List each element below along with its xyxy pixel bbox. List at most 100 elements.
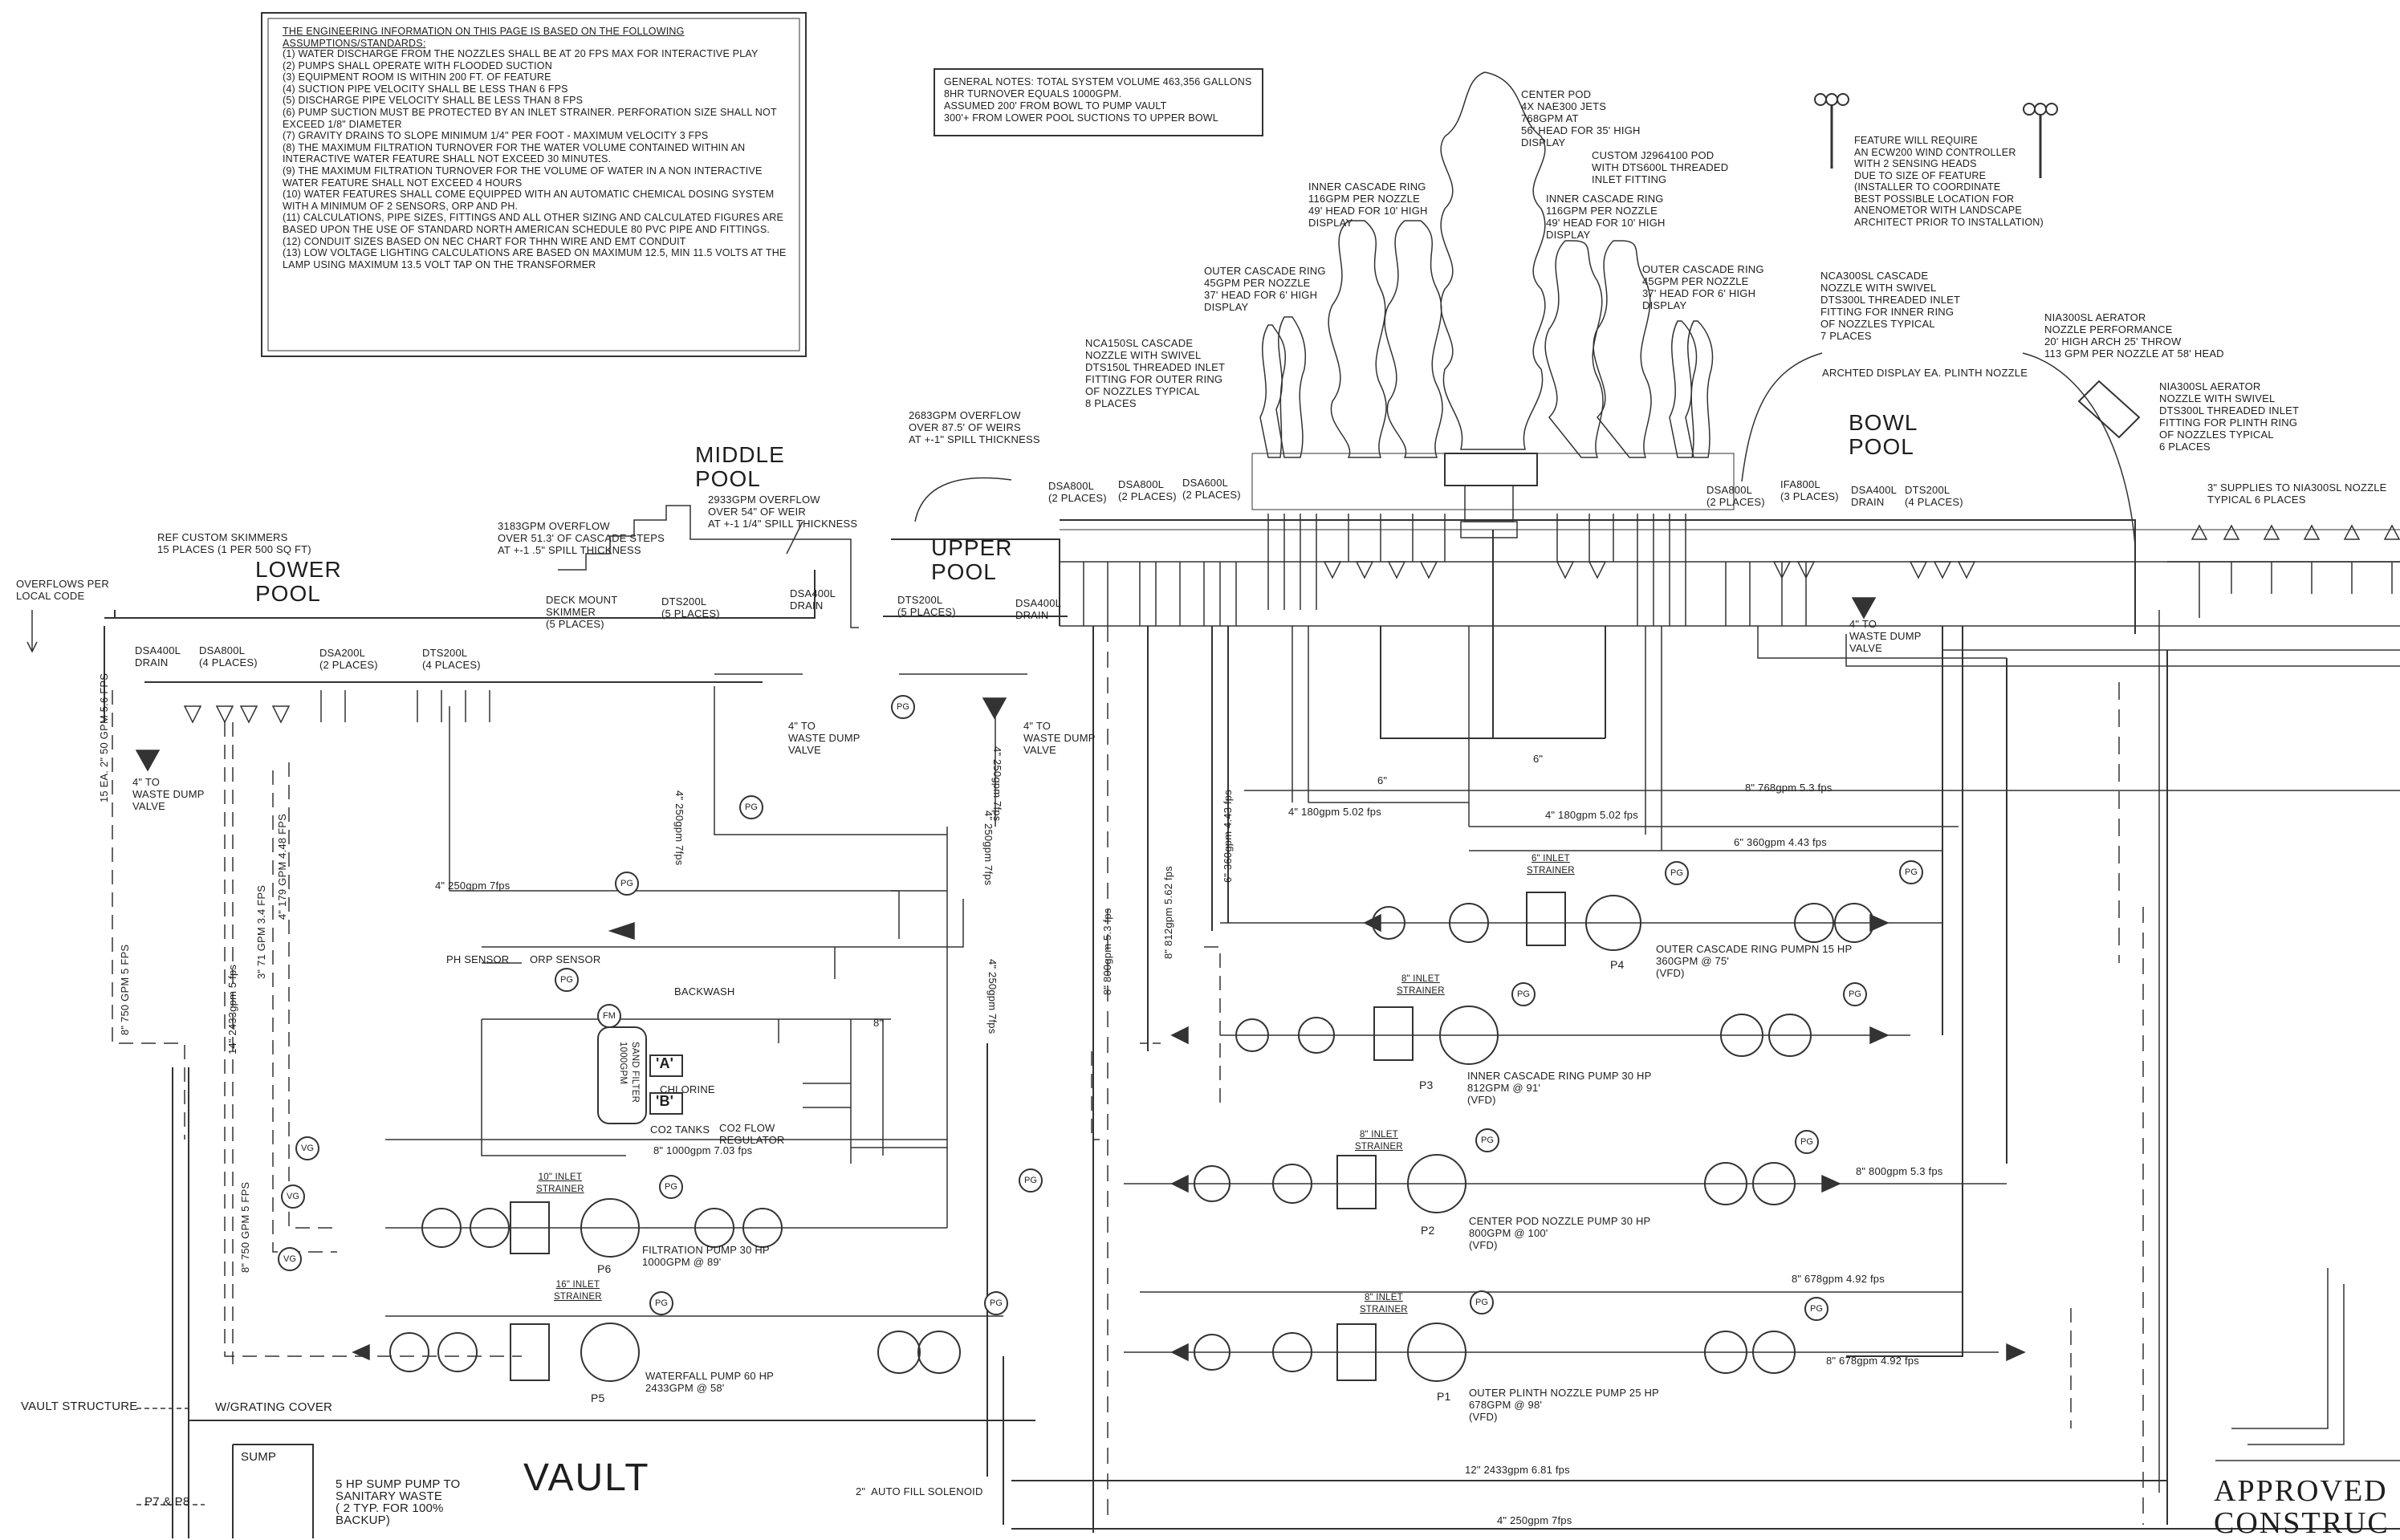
pg-gauge: PG [1511,982,1536,1006]
pump-p2: P2 [1421,1224,1435,1237]
pump-skid-inner [1235,1006,1812,1065]
pg-gauge: PG [1475,1128,1499,1152]
strainer-16: 16" INLET STRAINER [554,1280,602,1302]
pipe-360: 6" 360gpm 4.43 fps [1734,836,1827,848]
p7p8-label: P7 & P8 [144,1495,190,1509]
pipe-678-a: 8" 678gpm 4.92 fps [1792,1273,1885,1285]
nia300sl-performance: NIA300SL AERATOR NOZZLE PERFORMANCE 20' … [2044,311,2224,360]
co2-regulator-label: CO2 FLOW REGULATOR [719,1122,785,1146]
note-item: (8) THE MAXIMUM FILTRATION TURNOVER FOR … [283,141,746,165]
up-dts200-label: DTS200L (5 PLACES) [897,594,956,618]
general-notes: GENERAL NOTES: TOTAL SYSTEM VOLUME 463,3… [944,76,1252,124]
outer-ring-right-callout: OUTER CASCADE RING 45GPM PER NOZZLE 37' … [1642,263,1764,311]
vpipe-750-b: 8" 750 GPM 5 FPS [239,1181,251,1273]
pump-p5: P5 [591,1392,605,1404]
vpipe-360: 6" 360gpm 4.43 fps [1222,790,1234,883]
overflows-callout: OVERFLOWS PER LOCAL CODE [16,578,110,602]
bowl-dsa400: DSA400L DRAIN [1851,484,1898,508]
custom-pod-callout: CUSTOM J2964100 POD WITH DTS600L THREADE… [1592,149,1729,185]
mp-dts200-label: DTS200L (5 PLACES) [661,595,720,620]
outer-pump-label: OUTER CASCADE RING PUMPN 15 HP 360GPM @ … [1656,943,1853,979]
up-dsa400-label: DSA400L DRAIN [1015,597,1062,621]
vault-label: VAULT [523,1457,650,1499]
overflow-2683-callout: 2683GPM OVERFLOW OVER 87.5' OF WEIRS AT … [909,409,1040,445]
strainer-8-a: 8" INLET STRAINER [1397,974,1445,996]
note-item: (13) LOW VOLTAGE LIGHTING CALCULATIONS A… [283,247,787,270]
pump-p1: P1 [1437,1390,1451,1403]
auto-fill-label: 2" AUTO FILL SOLENOID [856,1485,983,1497]
center-pump-label: CENTER POD NOZZLE PUMP 30 HP 800GPM @ 10… [1469,1215,1651,1251]
bowl-dsa800-c: DSA800L (2 PLACES) [1706,484,1765,508]
pg-gauge: PG [1804,1297,1828,1321]
pg-gauge: PG [1843,982,1867,1006]
vault-structure-label: VAULT STRUCTURE [21,1400,138,1413]
note-item: (10) WATER FEATURES SHALL COME EQUIPPED … [283,189,775,212]
note-item: (5) DISCHARGE PIPE VELOCITY SHALL BE LES… [283,95,584,107]
center-pod-callout: CENTER POD 4X NAE300 JETS 768GPM AT 56' … [1521,88,1641,148]
pg-gauge: PG [615,872,639,896]
approval-stamp: APPROVED CONSTRUC [2214,1474,2390,1540]
deck-skimmer-callout: DECK MOUNT SKIMMER (5 PLACES) [546,594,618,630]
note-item: (6) PUMP SUCTION MUST BE PROTECTED BY AN… [283,106,777,130]
pg-gauge: PG [984,1291,1008,1315]
fm-gauge: FM [597,1004,621,1028]
pump-p6: P6 [597,1262,612,1275]
vpipe-250-d: 4" 250gpm 7fps [982,811,995,886]
lp-waste-label: 4" TO WASTE DUMP VALVE [132,776,205,812]
bowl-pool-label: BOWL POOL [1849,410,1918,459]
skimmers-callout: REF CUSTOM SKIMMERS 15 PLACES (1 PER 500… [157,531,311,555]
co2-tanks-label: CO2 TANKS [650,1124,710,1136]
pipe-180-a: 4" 180gpm 5.02 fps [1288,806,1381,818]
bowl-waste-label: 4" TO WASTE DUMP VALVE [1849,618,1922,654]
vpipe-812: 8" 812gpm 5.62 fps [1162,866,1174,959]
overflow-3183-callout: 3183GPM OVERFLOW OVER 51.3' OF CASCADE S… [498,520,665,556]
pump-p3: P3 [1419,1079,1434,1091]
pipe-678-b: 8" 678gpm 4.92 fps [1826,1355,1919,1367]
up-waste-label: 4" TO WASTE DUMP VALVE [1023,720,1096,756]
pg-gauge: PG [1795,1130,1819,1154]
vpipe-250-a: 4" 250gpm 7fps [673,790,685,866]
overflow-2933-callout: 2933GPM OVERFLOW OVER 54" OF WEIR AT +-1… [708,494,858,530]
pump-skid-plinth [1194,1323,1796,1382]
note-item: (11) CALCULATIONS, PIPE SIZES, FITTINGS … [283,212,784,235]
pipe-1000: 8" 1000gpm 7.03 fps [653,1144,753,1156]
note-item: (2) PUMPS SHALL OPERATE WITH FLOODED SUC… [283,59,552,71]
nia300sl-callout: NIA300SL AERATOR NOZZLE WITH SWIVEL DTS3… [2159,380,2300,453]
notes-title: THE ENGINEERING INFORMATION ON THIS PAGE… [283,26,685,49]
notes-list: (1) WATER DISCHARGE FROM THE NOZZLES SHA… [283,48,788,270]
supplies-callout: 3" SUPPLIES TO NIA300SL NOZZLE TYPICAL 6… [2207,482,2387,506]
pipe-800: 8" 800gpm 5.3 fps [1856,1165,1943,1177]
plinth-pump-label: OUTER PLINTH NOZZLE PUMP 25 HP 678GPM @ … [1469,1387,1659,1423]
nca150sl-callout: NCA150SL CASCADE NOZZLE WITH SWIVEL DTS1… [1085,337,1226,409]
pg-gauge: PG [555,968,579,992]
lower-pool-label: LOWER POOL [255,557,342,606]
vg-gauge: VG [295,1136,319,1160]
pipe-250-b: 4" 250gpm 7fps [1497,1514,1572,1526]
vpipe-750-a: 8" 750 GPM 5 FPS [119,944,131,1035]
vpipe-50: 15 EA. 2" 50 GPM 5.6 FPS [98,672,110,803]
pump-skid-waterfall [389,1323,961,1382]
bowl-dsa800-a: DSA800L (2 PLACES) [1048,480,1107,504]
strainer-6: 6" INLET STRAINER [1527,854,1575,876]
note-item: (9) THE MAXIMUM FILTRATION TURNOVER FOR … [283,165,763,189]
vg-gauge: VG [278,1247,302,1271]
pump-p4: P4 [1610,958,1625,971]
backwash-label: BACKWASH [674,985,735,998]
pump-skid-outer [1372,892,1874,951]
vpipe-250-c: 4" 250gpm 7fps [986,959,999,1034]
pump-skid-filtration [421,1198,783,1258]
pg-gauge: PG [739,795,763,819]
filtration-pump-label: FILTRATION PUMP 30 HP 1000GPM @ 89' [642,1244,770,1268]
note-item: (4) SUCTION PIPE VELOCITY SHALL BE LESS … [283,83,568,95]
lp-dsa200-label: DSA200L (2 PLACES) [319,647,378,671]
sump-label: SUMP [241,1450,277,1464]
bowl-dts200: DTS200L (4 PLACES) [1905,484,1963,508]
bowl-dsa600: DSA600L (2 PLACES) [1182,477,1241,501]
note-item: (12) CONDUIT SIZES BASED ON NEC CHART FO… [283,235,686,247]
vg-gauge: VG [281,1184,305,1209]
waterfall-pump-label: WATERFALL PUMP 60 HP 2433GPM @ 58' [645,1370,775,1394]
wind-controller-note: FEATURE WILL REQUIRE AN ECW200 WIND CONT… [1854,135,2044,228]
pg-gauge: PG [649,1291,673,1315]
ph-sensor-label: PH SENSOR [446,953,510,965]
note-item: (3) EQUIPMENT ROOM IS WITHIN 200 FT. OF … [283,71,551,83]
